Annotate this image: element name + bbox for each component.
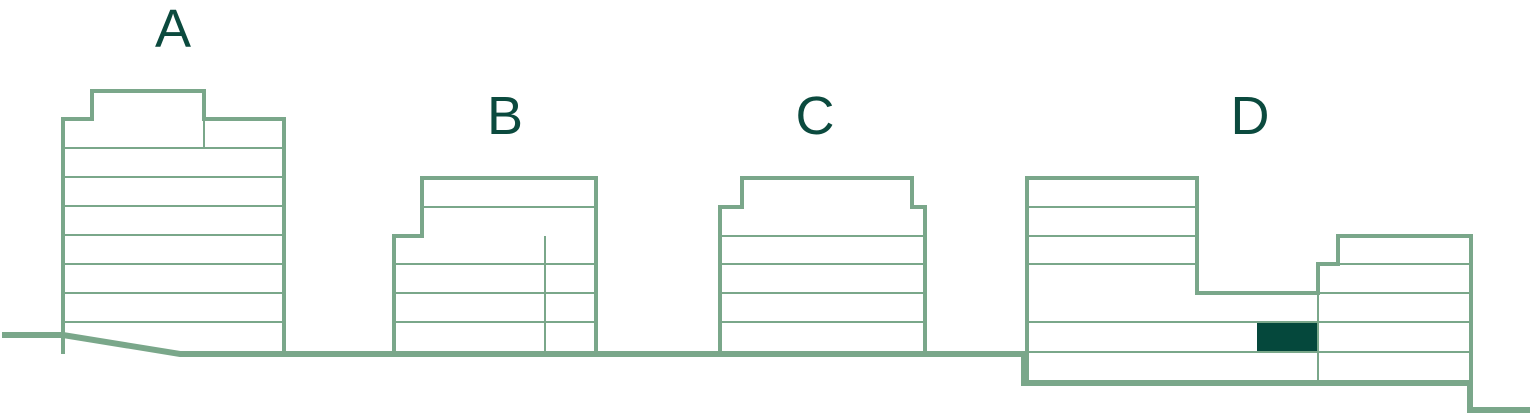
building-a[interactable]: A — [61, 0, 286, 354]
building-d-floors — [1027, 206, 1471, 383]
building-c[interactable]: C — [718, 86, 927, 354]
building-b-outline — [392, 176, 598, 354]
building-a-floors — [63, 119, 284, 323]
building-b-floors — [394, 206, 596, 354]
building-a-outline — [61, 89, 286, 354]
building-c-outline — [718, 176, 927, 354]
building-d-label: D — [1231, 86, 1270, 146]
building-b[interactable]: B — [392, 86, 598, 354]
highlighted-unit[interactable] — [1257, 323, 1317, 351]
building-c-label: C — [796, 86, 835, 146]
building-b-label: B — [487, 86, 523, 146]
building-a-label: A — [155, 0, 191, 59]
ground-line — [2, 332, 1530, 413]
building-d-outline — [1025, 176, 1473, 383]
building-c-floors — [720, 235, 925, 323]
building-d[interactable]: D — [1025, 86, 1473, 383]
